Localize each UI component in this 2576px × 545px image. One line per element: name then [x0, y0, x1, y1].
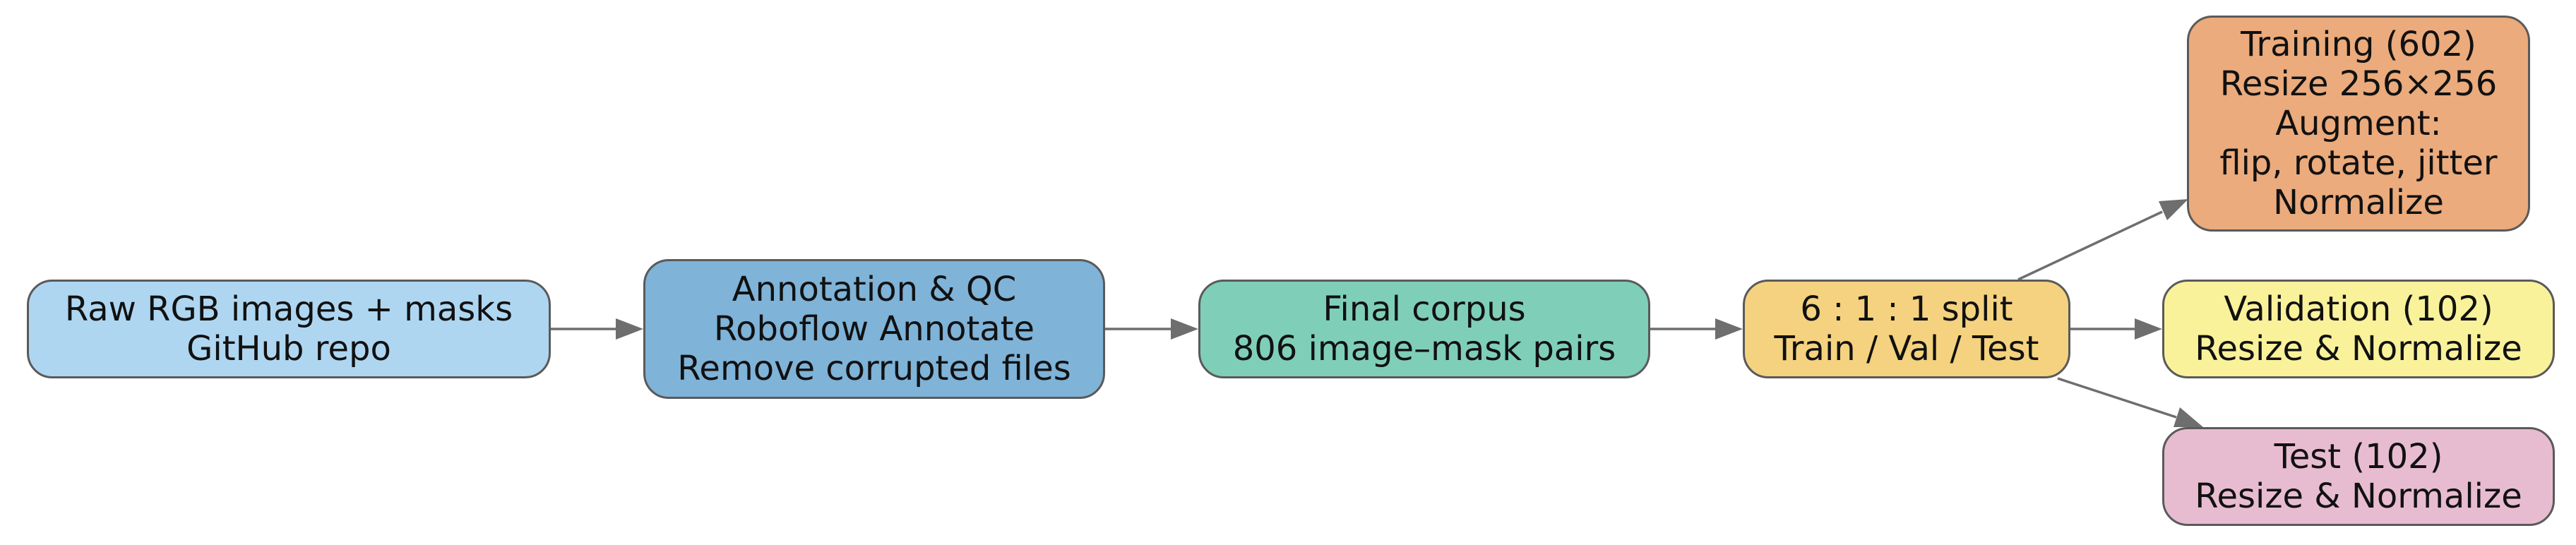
split-line-2: Train / Val / Test: [1774, 329, 2039, 369]
training-node: Training (602) Resize 256×256 Augment: f…: [2187, 16, 2530, 232]
edge-split-to-training: [2017, 199, 2188, 281]
annotation-line-3: Remove corrupted files: [677, 349, 1071, 388]
edge-split-to-validation: [2070, 318, 2162, 340]
final-corpus-node: Final corpus 806 image–mask pairs: [1198, 280, 1650, 378]
edge-annotation-to-final: [1105, 318, 1198, 340]
edge-raw-to-annotation: [551, 318, 643, 340]
split-line-1: 6 : 1 : 1 split: [1800, 289, 2013, 329]
test-line-1: Test (102): [2274, 437, 2443, 477]
training-line-4: flip, rotate, jitter: [2219, 143, 2498, 183]
raw-images-node: Raw RGB images + masks GitHub repo: [27, 280, 551, 378]
annotation-line-1: Annotation & QC: [732, 270, 1017, 309]
split-node: 6 : 1 : 1 split Train / Val / Test: [1743, 280, 2070, 378]
annotation-line-2: Roboflow Annotate: [713, 309, 1035, 349]
training-line-2: Resize 256×256: [2219, 64, 2498, 104]
final-corpus-line-2: 806 image–mask pairs: [1232, 329, 1616, 369]
edge-final-to-split: [1650, 318, 1743, 340]
annotation-qc-node: Annotation & QC Roboflow Annotate Remove…: [643, 259, 1105, 399]
test-node: Test (102) Resize & Normalize: [2162, 427, 2555, 526]
training-line-3: Augment:: [2275, 104, 2442, 143]
raw-images-line-2: GitHub repo: [186, 329, 391, 369]
final-corpus-line-1: Final corpus: [1323, 289, 1526, 329]
raw-images-line-1: Raw RGB images + masks: [64, 289, 513, 329]
validation-node: Validation (102) Resize & Normalize: [2162, 280, 2555, 378]
test-line-2: Resize & Normalize: [2195, 477, 2522, 516]
validation-line-2: Resize & Normalize: [2195, 329, 2522, 369]
training-line-1: Training (602): [2241, 25, 2476, 64]
training-line-5: Normalize: [2273, 183, 2444, 222]
edge-split-to-test: [2057, 377, 2203, 427]
validation-line-1: Validation (102): [2224, 289, 2493, 329]
